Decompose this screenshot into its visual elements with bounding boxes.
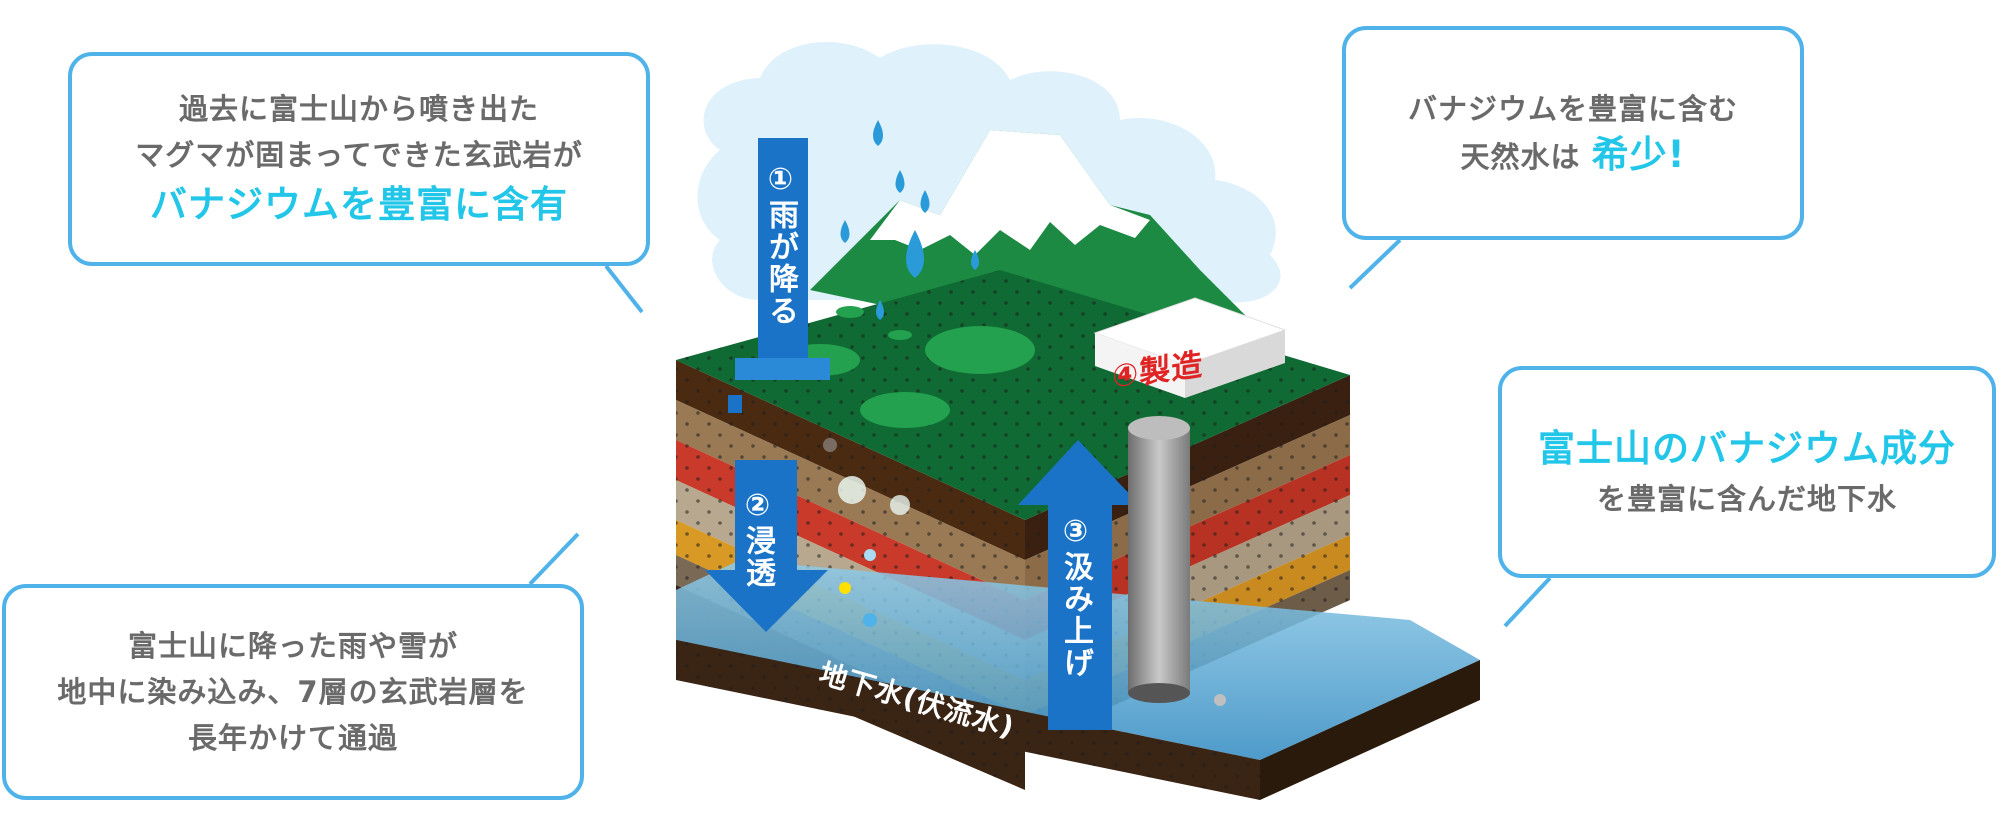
callout-basalt-highlight: バナジウムを豊富に含有 <box>150 183 568 226</box>
rain-down-arrow <box>735 138 830 380</box>
callout-rare-water: バナジウムを豊富に含む 天然水は 希少! <box>1342 26 1804 240</box>
callout-tails <box>528 238 1552 628</box>
callout-rare-highlight: 希少! <box>1591 133 1686 176</box>
callout-vanadium-highlight: 富士山のバナジウム成分 <box>1538 427 1956 470</box>
callout-rare-line2: 天然水は 希少! <box>1461 132 1686 180</box>
mineral-bubbles <box>823 438 1226 706</box>
callout-basalt-line2: マグマが固まってできた玄武岩が <box>135 138 583 172</box>
callout-vanadium-line2: を豊富に含んだ地下水 <box>1596 482 1897 516</box>
pipe-icon <box>1128 416 1190 703</box>
up-arrow-icon <box>1018 440 1140 730</box>
callout-infiltration-line2: 地中に染み込み、7層の玄武岩層を <box>57 675 529 709</box>
groundwater-layer <box>676 560 1480 800</box>
step-rain-label: ①雨が降る <box>763 162 798 327</box>
callout-rare-prefix: 天然水は <box>1460 140 1581 174</box>
mountain-icon <box>810 130 1260 330</box>
down-arrow-icon <box>705 395 828 632</box>
raindrop-icon <box>840 120 979 320</box>
callout-basalt: 過去に富士山から噴き出た マグマが固まってできた玄武岩が バナジウムを豊富に含有 <box>68 52 650 266</box>
callout-infiltration-line3: 長年かけて通過 <box>187 721 398 755</box>
callout-rare-line1: バナジウムを豊富に含む <box>1407 92 1738 126</box>
step-pumping-label: ③汲み上げ <box>1058 514 1093 679</box>
callout-infiltration-line1: 富士山に降った雨や雪が <box>127 629 458 663</box>
step-infiltration-label: ②浸透 <box>740 488 775 589</box>
callout-infiltration: 富士山に降った雨や雪が 地中に染み込み、7層の玄武岩層を 長年かけて通過 <box>2 584 584 800</box>
callout-basalt-line1: 過去に富士山から噴き出た <box>178 92 539 126</box>
factory-box-icon <box>1093 297 1287 398</box>
callout-vanadium-groundwater: 富士山のバナジウム成分 を豊富に含んだ地下水 <box>1498 366 1996 578</box>
